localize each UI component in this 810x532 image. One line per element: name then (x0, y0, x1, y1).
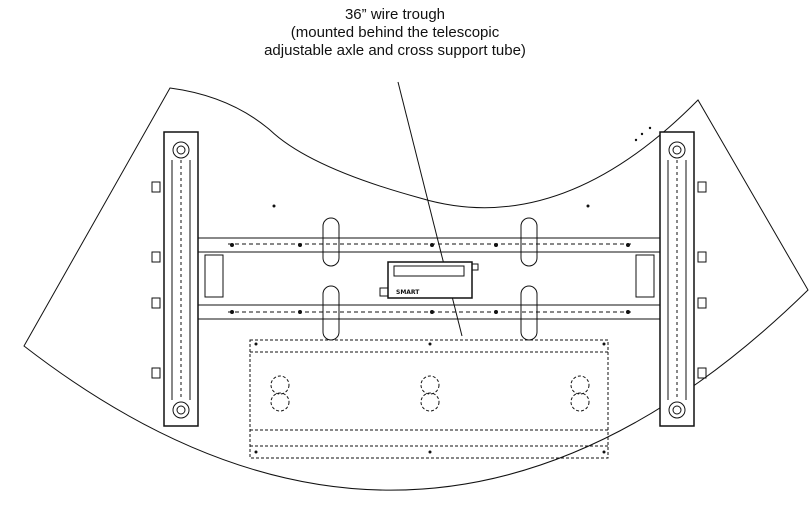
cross-support-tube (198, 304, 660, 320)
callout-line-2: (mounted behind the telescopic (290, 24, 500, 41)
right-leg (635, 131, 707, 427)
desktop-outline (23, 87, 809, 491)
control-box (379, 261, 479, 299)
callout-label: 36” wire trough (mounted behind the tele… (0, 6, 790, 60)
control-box-label: SMART (396, 289, 420, 296)
wire-trough (249, 339, 609, 459)
left-leg (151, 131, 224, 427)
callout-line-1: 36” wire trough (344, 6, 446, 23)
callout-line-3: adjustable axle and cross support tube) (264, 42, 526, 59)
telescopic-axle-upper (198, 237, 660, 253)
fastener-dots (230, 126, 652, 454)
